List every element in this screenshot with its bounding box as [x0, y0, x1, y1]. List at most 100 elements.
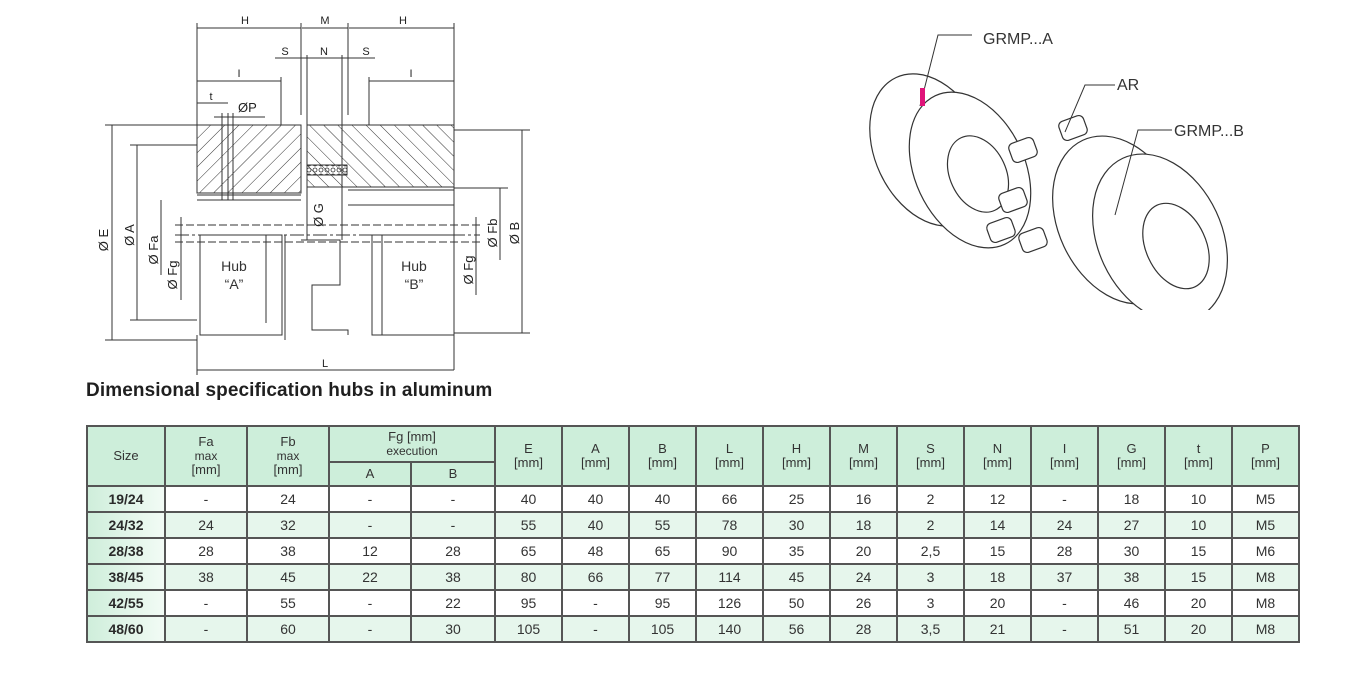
table-cell: M8	[1231, 615, 1300, 643]
header-col-unit: [mm]	[1050, 455, 1079, 470]
table-cell: 27	[1097, 511, 1166, 539]
header-col-unit: [mm]	[648, 455, 677, 470]
header-fa-unit: [mm]	[191, 462, 221, 477]
header-size: Size	[86, 425, 166, 487]
table-cell: 10	[1164, 485, 1233, 513]
header-col-name: B	[658, 441, 667, 456]
table-cell: 18	[829, 511, 898, 539]
table-cell: 28	[410, 537, 496, 565]
header-col-unit: [mm]	[514, 455, 543, 470]
table-cell: 10	[1164, 511, 1233, 539]
section-title: Dimensional specification hubs in alumin…	[86, 380, 493, 401]
table-cell: 66	[561, 563, 630, 591]
dim-label-fb: Ø Fb	[485, 219, 500, 248]
table-cell: M8	[1231, 589, 1300, 617]
size-cell: 48/60	[86, 615, 166, 643]
table-cell: 55	[494, 511, 563, 539]
table-cell: 18	[963, 563, 1032, 591]
table-cell: 48	[561, 537, 630, 565]
header-col-name: I	[1062, 441, 1067, 456]
table-cell: 78	[695, 511, 764, 539]
table-cell: 2,5	[896, 537, 965, 565]
header-col-unit: [mm]	[849, 455, 878, 470]
table-cell: -	[328, 511, 412, 539]
header-col-unit: [mm]	[1251, 455, 1280, 470]
dim-label-a: Ø A	[122, 224, 137, 246]
coupling-isometric-view: GRMP...A AR GRMP...B	[869, 31, 1244, 310]
header-col-unit: [mm]	[916, 455, 945, 470]
table-cell: -	[328, 615, 412, 643]
table-cell: 46	[1097, 589, 1166, 617]
header-col-b: B[mm]	[628, 425, 697, 487]
table-cell: 66	[695, 485, 764, 513]
table-cell: -	[164, 485, 248, 513]
hub-b-label: Hub	[401, 258, 427, 274]
dim-label-p: ØP	[238, 100, 257, 115]
header-fg-name: Fg [mm]	[388, 429, 436, 444]
dim-label-h-right: H	[399, 15, 407, 27]
table-cell: 14	[963, 511, 1032, 539]
dim-label-i-left: I	[237, 68, 240, 80]
header-col-unit: [mm]	[782, 455, 811, 470]
table-cell: 3	[896, 563, 965, 591]
table-cell: 12	[328, 537, 412, 565]
table-cell: 35	[762, 537, 831, 565]
table-cell: 38	[410, 563, 496, 591]
table-cell: -	[328, 589, 412, 617]
header-fb-name: Fb	[280, 434, 296, 449]
dim-label-s-left: S	[281, 46, 288, 58]
coupling-cross-section-drawing: H M H S N S I I t ØP L Ø E Ø A Ø Fa Ø Fg…	[96, 15, 530, 375]
dim-label-n: N	[320, 46, 328, 58]
dim-label-s-right: S	[362, 46, 369, 58]
table-cell: M8	[1231, 563, 1300, 591]
table-cell: 28	[1030, 537, 1099, 565]
header-fa-name: Fa	[198, 434, 214, 449]
table-cell: 26	[829, 589, 898, 617]
table-cell: 65	[494, 537, 563, 565]
table-cell: 126	[695, 589, 764, 617]
header-col-name: E	[524, 441, 533, 456]
table-cell: 22	[410, 589, 496, 617]
dim-label-fa: Ø Fa	[146, 235, 161, 265]
table-cell: 50	[762, 589, 831, 617]
table-cell: -	[164, 615, 248, 643]
table-cell: M5	[1231, 485, 1300, 513]
table-cell: 55	[246, 589, 330, 617]
marker-icon	[920, 88, 925, 106]
dim-label-t: t	[209, 91, 212, 103]
dim-label-m: M	[320, 15, 329, 27]
table-cell: -	[410, 511, 496, 539]
header-col-l: L[mm]	[695, 425, 764, 487]
hub-a-label: Hub	[221, 258, 247, 274]
table-cell: 12	[963, 485, 1032, 513]
header-col-t: t[mm]	[1164, 425, 1233, 487]
dim-label-l: L	[322, 358, 328, 370]
dim-label-i-right: I	[409, 68, 412, 80]
table-cell: -	[1030, 589, 1099, 617]
table-cell: 114	[695, 563, 764, 591]
table-cell: 51	[1097, 615, 1166, 643]
table-cell: 105	[494, 615, 563, 643]
table-cell: 24	[164, 511, 248, 539]
table-cell: 105	[628, 615, 697, 643]
table-cell: 32	[246, 511, 330, 539]
header-col-unit: [mm]	[581, 455, 610, 470]
header-col-i: I[mm]	[1030, 425, 1099, 487]
table-cell: M5	[1231, 511, 1300, 539]
size-cell: 42/55	[86, 589, 166, 617]
table-cell: 38	[246, 537, 330, 565]
table-cell: 24	[246, 485, 330, 513]
table-cell: 18	[1097, 485, 1166, 513]
dim-label-b: Ø B	[507, 222, 522, 244]
table-cell: -	[561, 615, 630, 643]
table-cell: 20	[829, 537, 898, 565]
table-cell: 30	[410, 615, 496, 643]
table-cell: 21	[963, 615, 1032, 643]
header-fa: Fa max [mm]	[164, 425, 248, 487]
header-fb-unit: [mm]	[273, 462, 303, 477]
header-col-unit: [mm]	[1184, 455, 1213, 470]
table-cell: 40	[494, 485, 563, 513]
